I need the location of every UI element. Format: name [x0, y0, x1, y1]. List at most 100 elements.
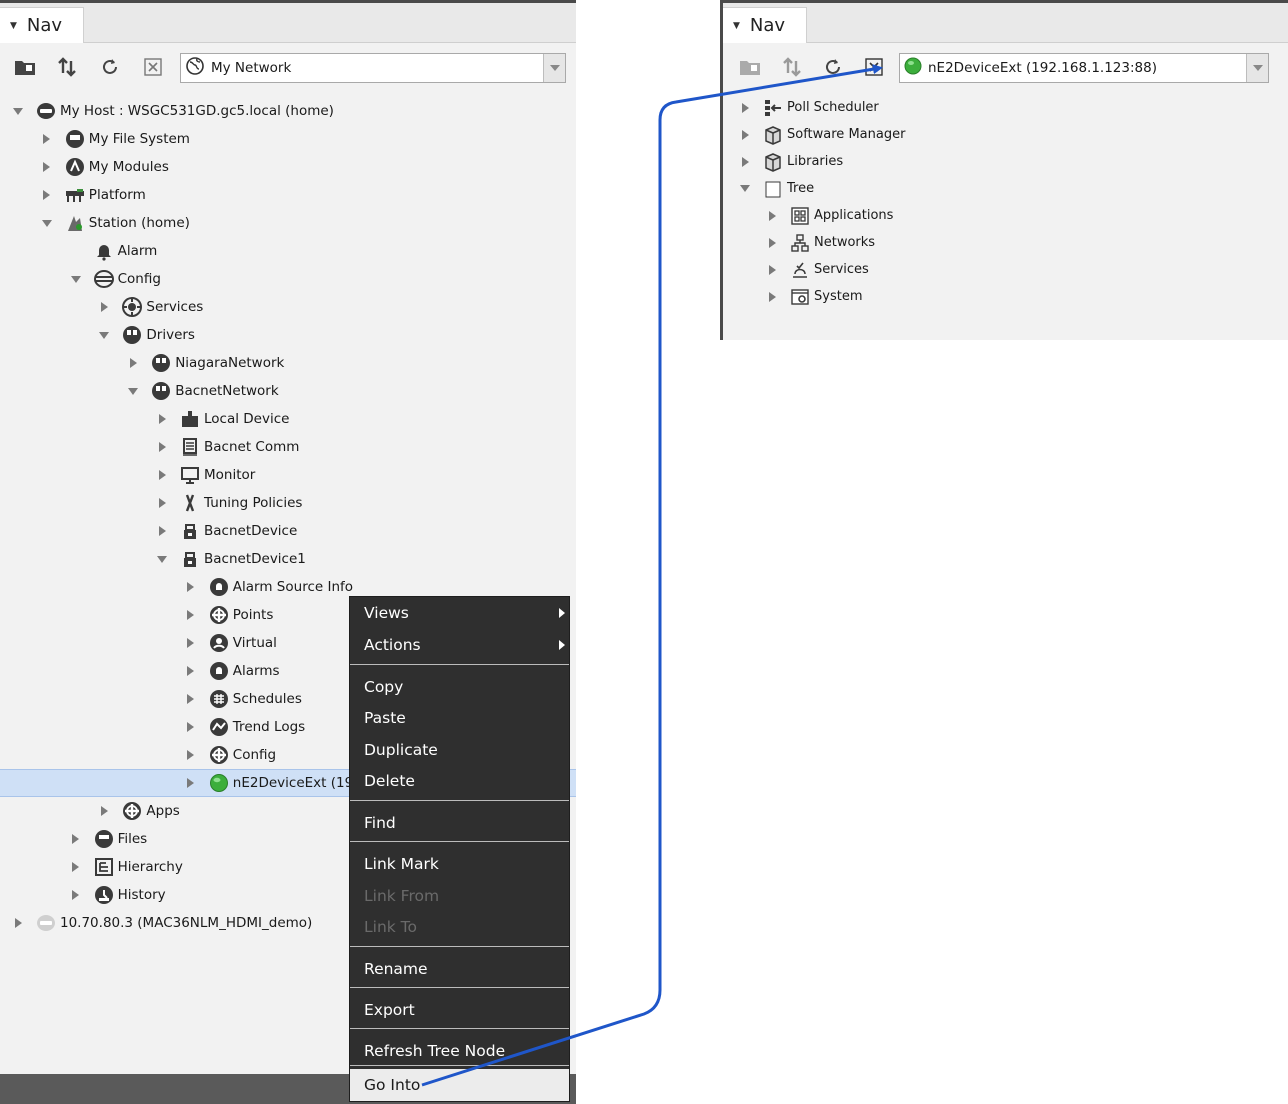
menu-item-copy[interactable]: Copy [350, 673, 569, 701]
sync-arrows-icon[interactable] [779, 55, 805, 79]
tree-row[interactable]: Alarm [0, 237, 576, 265]
close-icon[interactable] [140, 55, 166, 79]
tree-row[interactable]: Hierarchy [0, 853, 576, 881]
menu-item-views[interactable]: Views [350, 599, 569, 627]
collapsed-toggle-icon[interactable] [12, 917, 24, 929]
collapsed-toggle-icon[interactable] [70, 861, 82, 873]
tree-row[interactable]: NiagaraNetwork [0, 349, 576, 377]
collapsed-toggle-icon[interactable] [766, 210, 778, 222]
tree-row[interactable]: Tuning Policies [0, 489, 576, 517]
collapsed-toggle-icon[interactable] [156, 413, 168, 425]
collapsed-toggle-icon[interactable] [185, 777, 197, 789]
device-selector[interactable]: nE2DeviceExt (192.168.1.123:88) [899, 53, 1269, 83]
menu-item-refresh-tree-node[interactable]: Refresh Tree Node [350, 1037, 569, 1065]
tab-caret-icon[interactable]: ▼ [10, 20, 17, 31]
menu-item-export[interactable]: Export [350, 996, 569, 1024]
tree-row[interactable]: Config [0, 741, 576, 769]
refresh-icon[interactable] [820, 55, 846, 79]
tree-row[interactable]: 10.70.80.3 (MAC36NLM_HDMI_demo) [0, 909, 576, 937]
menu-item-duplicate[interactable]: Duplicate [350, 736, 569, 764]
tree-row[interactable]: Schedules [0, 685, 576, 713]
menu-item-find[interactable]: Find [350, 809, 569, 837]
tree-row[interactable]: Station (home) [0, 209, 576, 237]
collapsed-toggle-icon[interactable] [766, 237, 778, 249]
collapsed-toggle-icon[interactable] [127, 357, 139, 369]
collapsed-toggle-icon[interactable] [41, 189, 53, 201]
tree-row[interactable]: Services [723, 256, 1288, 283]
tree-row[interactable]: My Host : WSGC531GD.gc5.local (home) [0, 97, 576, 125]
collapsed-toggle-icon[interactable] [185, 609, 197, 621]
left-nav-tab[interactable]: ▼ Nav [0, 7, 84, 43]
chevron-down-icon[interactable] [543, 54, 565, 82]
expanded-toggle-icon[interactable] [70, 273, 82, 285]
tree-row[interactable]: Software Manager [723, 121, 1288, 148]
collapsed-toggle-icon[interactable] [70, 889, 82, 901]
tree-row[interactable]: Applications [723, 202, 1288, 229]
expanded-toggle-icon[interactable] [12, 105, 24, 117]
collapsed-toggle-icon[interactable] [156, 525, 168, 537]
collapsed-toggle-icon[interactable] [766, 264, 778, 276]
tree-row[interactable]: Points [0, 601, 576, 629]
collapsed-toggle-icon[interactable] [98, 805, 110, 817]
tree-row[interactable]: Drivers [0, 321, 576, 349]
menu-item-paste[interactable]: Paste [350, 704, 569, 732]
tree-row[interactable]: My File System [0, 125, 576, 153]
tree-row[interactable]: Libraries [723, 148, 1288, 175]
tree-row[interactable]: Files [0, 825, 576, 853]
tree-row[interactable]: Local Device [0, 405, 576, 433]
tree-row[interactable]: System [723, 283, 1288, 310]
tree-row[interactable]: Virtual [0, 629, 576, 657]
collapsed-toggle-icon[interactable] [739, 156, 751, 168]
tree-row[interactable]: Networks [723, 229, 1288, 256]
tree-row[interactable]: Platform [0, 181, 576, 209]
collapsed-toggle-icon[interactable] [185, 665, 197, 677]
close-icon[interactable] [861, 55, 887, 79]
menu-item-rename[interactable]: Rename [350, 955, 569, 983]
collapsed-toggle-icon[interactable] [185, 693, 197, 705]
tree-row[interactable]: BacnetNetwork [0, 377, 576, 405]
collapsed-toggle-icon[interactable] [185, 721, 197, 733]
collapsed-toggle-icon[interactable] [98, 301, 110, 313]
tree-row[interactable]: BacnetDevice1 [0, 545, 576, 573]
collapsed-toggle-icon[interactable] [739, 102, 751, 114]
tree-row[interactable]: Poll Scheduler [723, 94, 1288, 121]
new-folder-icon[interactable] [737, 55, 763, 79]
tree-row[interactable]: BacnetDevice [0, 517, 576, 545]
tree-row[interactable]: Config [0, 265, 576, 293]
expanded-toggle-icon[interactable] [739, 183, 751, 195]
tree-row[interactable]: My Modules [0, 153, 576, 181]
collapsed-toggle-icon[interactable] [156, 441, 168, 453]
new-folder-icon[interactable] [12, 55, 38, 79]
tree-row[interactable]: Alarms [0, 657, 576, 685]
collapsed-toggle-icon[interactable] [739, 129, 751, 141]
tree-row[interactable]: Services [0, 293, 576, 321]
network-selector[interactable]: My Network [180, 53, 566, 83]
menu-item-link-mark[interactable]: Link Mark [350, 850, 569, 878]
expanded-toggle-icon[interactable] [127, 385, 139, 397]
chevron-down-icon[interactable] [1246, 54, 1268, 82]
right-nav-tab[interactable]: ▼ Nav [723, 7, 807, 43]
expanded-toggle-icon[interactable] [41, 217, 53, 229]
expanded-toggle-icon[interactable] [156, 553, 168, 565]
collapsed-toggle-icon[interactable] [41, 133, 53, 145]
collapsed-toggle-icon[interactable] [766, 291, 778, 303]
sync-arrows-icon[interactable] [54, 55, 80, 79]
expanded-toggle-icon[interactable] [98, 329, 110, 341]
collapsed-toggle-icon[interactable] [156, 469, 168, 481]
tree-row[interactable]: Bacnet Comm [0, 433, 576, 461]
tree-row[interactable]: History [0, 881, 576, 909]
menu-item-delete[interactable]: Delete [350, 767, 569, 795]
tree-row[interactable]: Apps [0, 797, 576, 825]
tab-caret-icon[interactable]: ▼ [733, 20, 740, 31]
collapsed-toggle-icon[interactable] [41, 161, 53, 173]
collapsed-toggle-icon[interactable] [185, 749, 197, 761]
tree-row[interactable]: Monitor [0, 461, 576, 489]
refresh-icon[interactable] [97, 55, 123, 79]
collapsed-toggle-icon[interactable] [185, 637, 197, 649]
menu-item-go-into[interactable]: Go Into [350, 1069, 569, 1101]
tree-row[interactable]: Tree [723, 175, 1288, 202]
collapsed-toggle-icon[interactable] [156, 497, 168, 509]
collapsed-toggle-icon[interactable] [185, 581, 197, 593]
collapsed-toggle-icon[interactable] [70, 833, 82, 845]
tree-row[interactable]: Trend Logs [0, 713, 576, 741]
